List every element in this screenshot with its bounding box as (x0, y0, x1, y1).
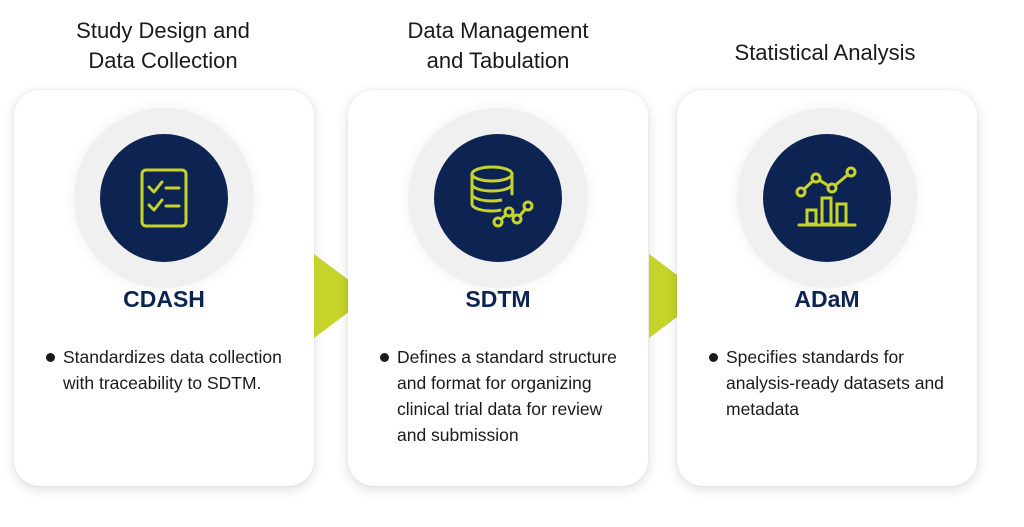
flow-arrow-1 (314, 254, 370, 338)
bullet-item: Standardizes data collection with tracea… (46, 344, 292, 396)
description-cdash: Standardizes data collection with tracea… (46, 344, 292, 396)
icon-disc (100, 134, 228, 262)
checklist-icon (140, 168, 188, 228)
card-adam: ADaM Specifies standards for analysis-re… (677, 90, 977, 486)
icon-halo (737, 108, 917, 288)
card-sdtm: SDTM Defines a standard structure and fo… (348, 90, 648, 486)
stage-title-data-management: Data Management and Tabulation (407, 18, 589, 73)
description-sdtm: Defines a standard structure and format … (380, 344, 626, 448)
icon-disc (763, 134, 891, 262)
database-network-icon (470, 165, 534, 228)
bullet-dot (709, 353, 718, 362)
icon-halo (74, 108, 254, 288)
stage-title-study-design: Study Design and Data Collection (76, 18, 250, 73)
bar-line-chart-icon (795, 166, 857, 227)
bullet-item: Defines a standard structure and format … (380, 344, 626, 448)
standard-name-adam: ADaM (794, 286, 860, 312)
stage-title-statistical-analysis: Statistical Analysis (734, 40, 916, 65)
card-cdash: CDASH Standardizes data collection with … (14, 90, 314, 486)
bullet-item: Specifies standards for analysis-ready d… (709, 344, 955, 422)
icon-disc (434, 134, 562, 262)
icon-halo (408, 108, 588, 288)
standard-name-sdtm: SDTM (465, 286, 531, 312)
bullet-dot (380, 353, 389, 362)
description-adam: Specifies standards for analysis-ready d… (709, 344, 955, 422)
bullet-dot (46, 353, 55, 362)
standard-name-cdash: CDASH (123, 286, 205, 312)
